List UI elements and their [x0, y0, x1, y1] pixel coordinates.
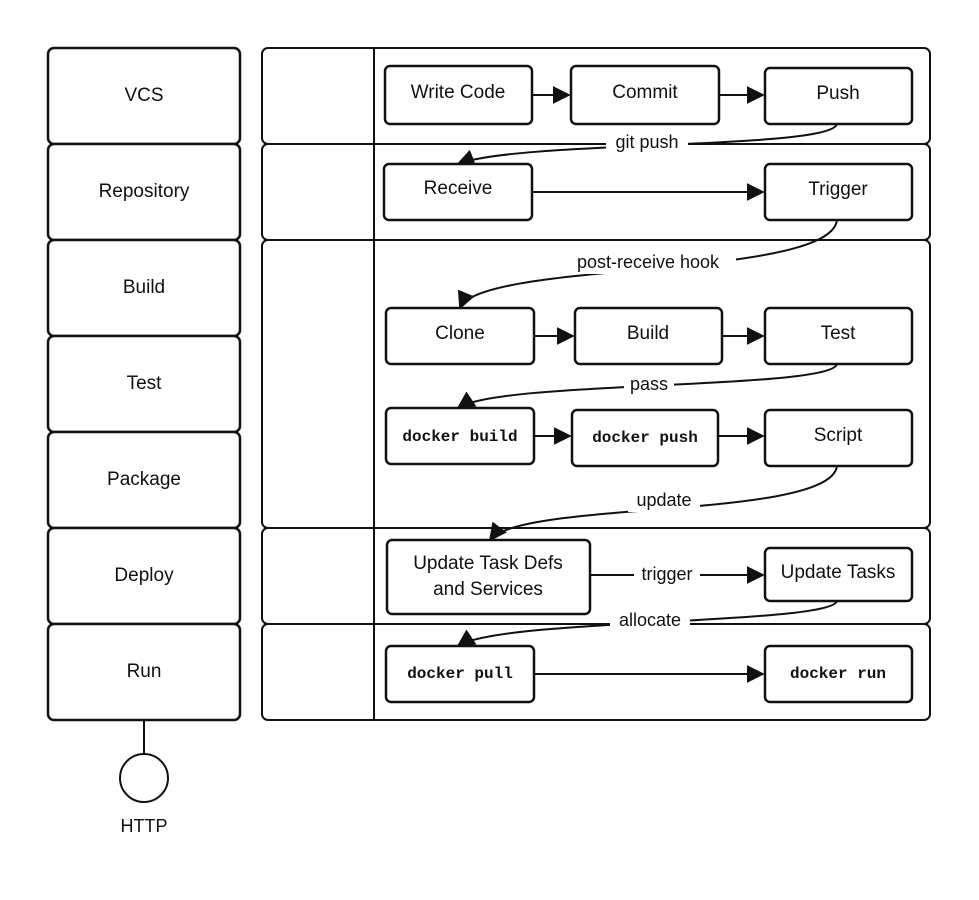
stage-repository: Repository	[46, 142, 242, 242]
nodes: Write Code Commit Push Receive Trigger C…	[382, 64, 914, 704]
node-update-tasks: Update Tasks	[763, 546, 914, 603]
edge-label-pass: pass	[630, 374, 668, 394]
edge-label-allocate: allocate	[619, 610, 681, 630]
lane-build-test-package	[261, 239, 931, 529]
edge-label-trigger: trigger	[641, 564, 692, 584]
stage-label-build: Build	[123, 277, 165, 298]
node-docker-run: docker run	[763, 644, 914, 704]
stage-run: Run	[46, 622, 242, 722]
node-docker-build: docker build	[384, 406, 536, 466]
node-label-script: Script	[814, 425, 863, 446]
node-label-docker-run: docker run	[790, 665, 886, 683]
node-label-commit: Commit	[612, 82, 678, 103]
node-clone: Clone	[384, 306, 536, 366]
node-label-update-task-defs-line1: Update Task Defs	[413, 553, 563, 574]
http-endpoint: HTTP	[119, 720, 169, 836]
stage-label-run: Run	[127, 661, 162, 682]
node-label-update-task-defs-line2: and Services	[433, 579, 543, 600]
node-docker-push: docker push	[570, 408, 720, 468]
node-write-code: Write Code	[383, 64, 534, 126]
stage-label-test: Test	[127, 373, 163, 394]
stage-label-deploy: Deploy	[114, 565, 174, 586]
edge-label-update: update	[636, 490, 691, 510]
node-label-update-tasks: Update Tasks	[781, 562, 896, 583]
node-test: Test	[763, 306, 914, 366]
node-script: Script	[763, 408, 914, 468]
node-commit: Commit	[569, 64, 721, 126]
node-label-receive: Receive	[424, 178, 493, 199]
node-push: Push	[763, 66, 914, 126]
stage-label-repository: Repository	[99, 181, 190, 202]
node-docker-pull: docker pull	[384, 644, 536, 704]
stage-deploy: Deploy	[46, 526, 242, 626]
stage-package: Package	[46, 430, 242, 530]
node-build: Build	[573, 306, 724, 366]
node-label-push: Push	[816, 83, 859, 104]
node-label-write-code: Write Code	[411, 82, 506, 103]
edge-label-git-push: git push	[615, 132, 678, 152]
stage-column: VCS Repository Build Test Package Deploy…	[46, 46, 242, 722]
node-label-test: Test	[821, 323, 857, 344]
stage-label-vcs: VCS	[124, 85, 163, 106]
node-label-clone: Clone	[435, 323, 485, 344]
http-label: HTTP	[121, 816, 168, 836]
node-label-docker-pull: docker pull	[407, 665, 513, 683]
node-label-docker-push: docker push	[592, 429, 698, 447]
http-interface-icon	[119, 753, 169, 803]
node-label-trigger: Trigger	[808, 179, 868, 200]
node-trigger: Trigger	[763, 162, 914, 222]
edge-labels: git push post-receive hook pass update t…	[560, 132, 736, 632]
stage-vcs: VCS	[46, 46, 242, 146]
node-update-task-defs: Update Task Defs and Services	[385, 538, 592, 616]
stage-label-package: Package	[107, 469, 181, 490]
node-receive: Receive	[382, 162, 534, 222]
node-label-build: Build	[627, 323, 669, 344]
edge-label-post-receive-hook: post-receive hook	[577, 252, 720, 272]
stage-test: Test	[46, 334, 242, 434]
node-label-docker-build: docker build	[402, 428, 517, 446]
stage-build: Build	[46, 238, 242, 338]
